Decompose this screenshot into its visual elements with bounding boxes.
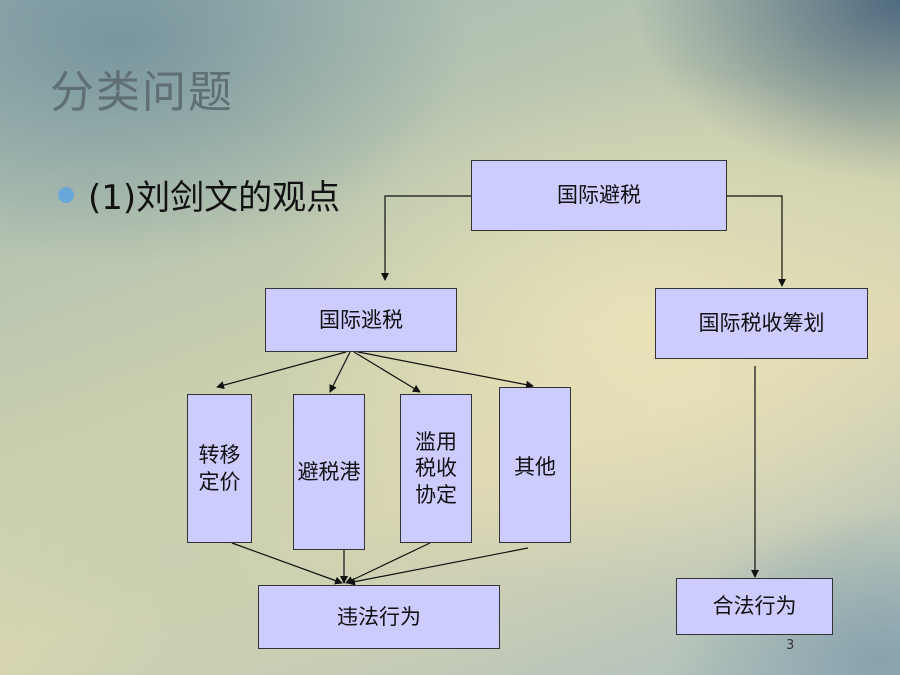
node-other: 其他 bbox=[499, 387, 571, 543]
bullet-item: (1)刘剑文的观点 bbox=[58, 170, 340, 219]
connector-evasion-to-transfer bbox=[216, 351, 347, 390]
node-tax-haven: 避税港 bbox=[293, 394, 365, 550]
connector-treaty-to-illegal bbox=[345, 542, 431, 584]
bullet-text: (1)刘剑文的观点 bbox=[88, 178, 341, 218]
connector-evasion-to-treaty bbox=[353, 351, 421, 393]
node-international-tax-avoidance: 国际避税 bbox=[471, 160, 727, 231]
node-legal-act: 合法行为 bbox=[676, 578, 833, 635]
node-international-tax-evasion: 国际逃税 bbox=[265, 288, 457, 352]
node-treaty-abuse: 滥用 税收 协定 bbox=[400, 394, 472, 543]
slide-title: 分类问题 bbox=[50, 67, 234, 118]
connector-transfer-to-illegal bbox=[231, 542, 343, 585]
connector-evasion-to-other bbox=[357, 351, 534, 389]
connector-root-to-planning bbox=[727, 195, 786, 287]
node-transfer-pricing: 转移 定价 bbox=[187, 394, 252, 543]
connector-other-to-illegal bbox=[347, 547, 529, 586]
page-number: 3 bbox=[786, 638, 795, 653]
node-illegal-act: 违法行为 bbox=[258, 585, 500, 649]
bullet-dot-icon bbox=[58, 186, 74, 203]
node-international-tax-planning: 国际税收筹划 bbox=[655, 288, 868, 359]
connector-evasion-to-haven bbox=[329, 351, 351, 393]
connector-root-to-evasion bbox=[381, 195, 471, 281]
